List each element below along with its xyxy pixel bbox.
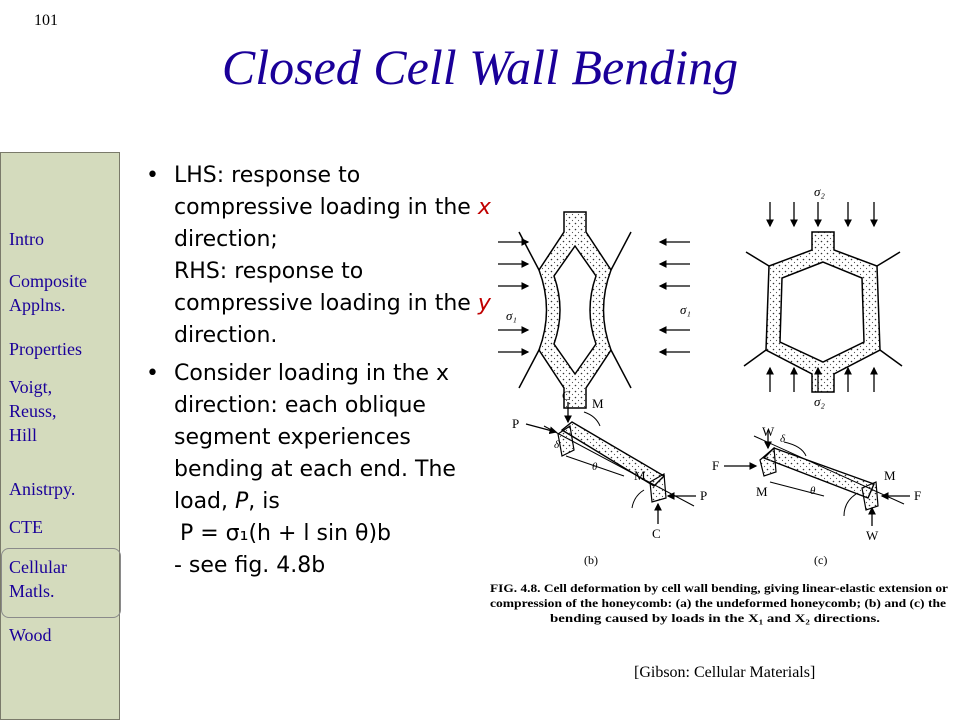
- honeycomb-diagram: σ₁ σ₁ σ₂ σ₂: [490, 184, 948, 625]
- arrows-sigma1-left: [498, 238, 530, 356]
- arrows-sigma2-top: [766, 202, 878, 228]
- nav-active-highlight: [1, 548, 121, 618]
- bullet-text: RHS: response to compressive loading in …: [174, 259, 478, 316]
- load-formula: P = σ₁(h + l sin θ)b: [180, 521, 392, 546]
- bullet-text: direction;: [174, 227, 278, 252]
- label-m-c-left: M: [756, 484, 768, 499]
- label-m-c-right: M: [884, 468, 896, 483]
- subfigure-label-c: (c): [814, 553, 827, 567]
- label-f-right: F: [914, 488, 921, 503]
- label-sigma1-left: σ₁: [506, 308, 517, 323]
- bullet-2: • Consider loading in the x direction: e…: [142, 358, 492, 582]
- nav-item-properties[interactable]: Properties: [9, 339, 82, 359]
- nav-item-cte[interactable]: CTE: [9, 517, 43, 537]
- nav-item-cellular-matls[interactable]: Cellular Matls.: [9, 557, 67, 601]
- label-delta-b: δ: [554, 439, 560, 451]
- nav-item-intro[interactable]: Intro: [9, 229, 44, 249]
- slide-number: 101: [34, 12, 58, 29]
- label-p-left: P: [512, 416, 519, 431]
- nav-item-voigt-reuss-hill[interactable]: Voigt, Reuss, Hill: [9, 377, 57, 445]
- caption-line-2: compression of the honeycomb: (a) the un…: [490, 598, 946, 610]
- bullet-text: direction.: [174, 323, 278, 348]
- honeycomb-figure: σ₁ σ₁ σ₂ σ₂: [484, 180, 954, 630]
- label-delta-c: δ: [780, 433, 786, 445]
- label-theta-b: θ: [592, 461, 598, 473]
- subfigure-label-b: (b): [584, 553, 598, 567]
- var-x: x: [477, 195, 491, 220]
- bullet-list: • LHS: response to compressive loading i…: [142, 160, 492, 588]
- label-m-left: M: [592, 396, 604, 411]
- nav-item-composite-applns[interactable]: Composite Applns.: [9, 271, 88, 315]
- cell-y-loading: [743, 231, 903, 393]
- label-w-top: W: [762, 424, 775, 439]
- bullet-text: Consider loading in the x direction: eac…: [174, 361, 456, 514]
- label-sigma2-top: σ₂: [814, 184, 825, 199]
- label-c-top: C: [562, 388, 571, 403]
- var-y: y: [477, 291, 491, 316]
- label-sigma2-bottom: σ₂: [814, 394, 825, 409]
- cell-x-loading: [518, 211, 632, 409]
- slide-title: Closed Cell Wall Bending: [221, 39, 739, 95]
- label-f-left: F: [712, 458, 719, 473]
- bullet-1: • LHS: response to compressive loading i…: [142, 160, 492, 352]
- arrows-sigma2-bottom: [766, 366, 878, 392]
- label-sigma1-right: σ₁: [680, 302, 691, 317]
- label-c-bottom: C: [652, 526, 661, 541]
- label-m-right: M: [634, 468, 646, 483]
- nav-item-wood[interactable]: Wood: [9, 625, 52, 645]
- label-theta-c: θ: [810, 485, 816, 497]
- beam-bending-c: [724, 430, 910, 526]
- nav-item-anisotropy[interactable]: Anistrpy.: [9, 479, 76, 499]
- bullet-text: LHS: response to compressive loading in …: [174, 163, 478, 220]
- caption-line-1: FIG. 4.8. Cell deformation by cell wall …: [490, 583, 948, 595]
- var-p: P: [235, 489, 249, 514]
- citation: [Gibson: Cellular Materials]: [634, 664, 816, 681]
- sidebar-nav: Intro Composite Applns. Properties Voigt…: [0, 152, 120, 720]
- caption-line-3: bending caused by loads in the X₁ and X₂…: [550, 613, 880, 625]
- bullet-text: - see fig. 4.8b: [174, 553, 326, 578]
- bullet-text: , is: [248, 489, 280, 514]
- bullet-dot: •: [146, 163, 159, 188]
- label-w-bottom: W: [866, 528, 879, 543]
- bullet-dot: •: [146, 361, 159, 386]
- beam-bending-b: [525, 402, 696, 524]
- arrows-sigma1-right: [658, 238, 690, 356]
- label-p-right: P: [700, 488, 707, 503]
